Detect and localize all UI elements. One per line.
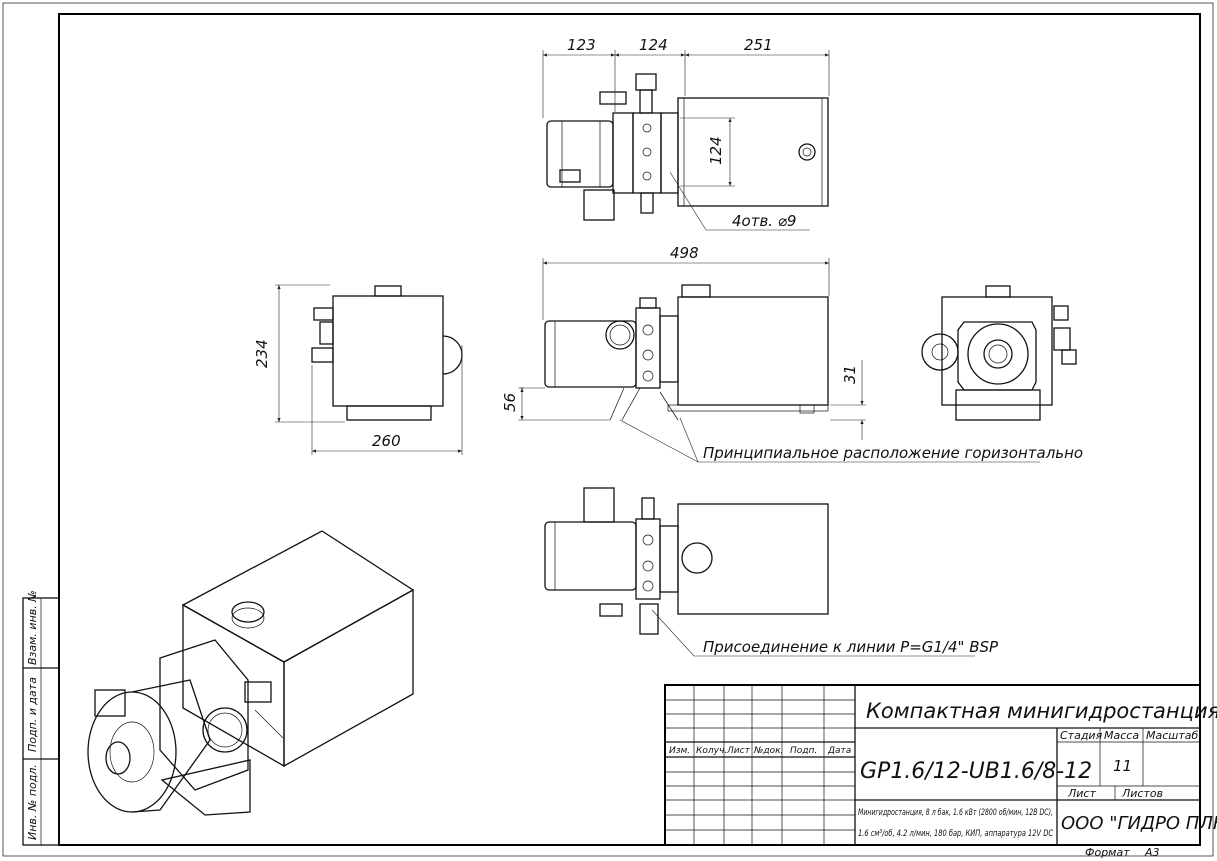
dim-top-width-1: 123	[567, 36, 596, 54]
drawing-frame	[58, 13, 1201, 846]
side-view	[275, 284, 463, 455]
dim-top-width-3: 251	[744, 36, 773, 54]
bottom-view	[544, 487, 975, 657]
col-ndok: №док.	[753, 746, 783, 756]
description-line-2: 1.6 см³/об, 4.2 л/мин, 180 бар, КИП, апп…	[858, 829, 1054, 839]
drawing-title: Компактная минигидростанция	[866, 699, 1217, 723]
drawing-code: GP1.6/12-UB1.6/8-12	[860, 759, 1092, 784]
front-view	[518, 258, 1040, 463]
dim-front-offset-left: 56	[501, 393, 519, 412]
callout-placement: Принципиальное расположение горизонтальн…	[703, 444, 1083, 462]
dim-side-height: 234	[253, 339, 271, 368]
format-label: Формат	[1085, 846, 1130, 859]
title-block	[664, 684, 1201, 846]
side-stamp: Взам. инв. № Подп. и дата Инв. № подл.	[22, 590, 60, 846]
col-list: Лист	[726, 746, 751, 756]
dim-front-width: 498	[670, 244, 699, 262]
dim-top-height: 124	[707, 136, 725, 165]
dim-side-width: 260	[372, 432, 401, 450]
side-stamp-field-1: Взам. инв. №	[26, 590, 39, 665]
callout-holes: 4отв. ⌀9	[732, 212, 796, 230]
side-stamp-field-3: Инв. № подл.	[26, 764, 39, 840]
format-value: А3	[1144, 846, 1160, 859]
label-listov: Листов	[1121, 787, 1163, 800]
isometric-view	[87, 530, 415, 816]
side-stamp-field-2: Подп. и дата	[26, 677, 39, 752]
col-masshtab: Масштаб	[1146, 729, 1198, 742]
col-stadia: Стадия	[1060, 729, 1103, 742]
col-massa: Масса	[1104, 729, 1139, 742]
mass-value: 11	[1113, 757, 1132, 775]
company-name: ООО "ГИДРО ПЛЮС"	[1061, 813, 1217, 834]
dim-top-width-2: 124	[639, 36, 668, 54]
col-podp: Подп.	[790, 746, 817, 756]
col-koluch: Колуч.	[696, 746, 727, 756]
dim-front-offset-right: 31	[841, 365, 859, 384]
label-list: Лист	[1067, 787, 1096, 800]
end-view	[921, 285, 1077, 421]
col-izm: Изм.	[669, 746, 690, 756]
description-line-1: Минигидростанция, 8 л бак, 1.6 кВт (2800…	[858, 808, 1053, 818]
col-data: Дата	[827, 746, 851, 756]
top-view	[542, 50, 830, 231]
callout-connection: Присоединение к линии P=G1/4" BSP	[703, 638, 999, 656]
